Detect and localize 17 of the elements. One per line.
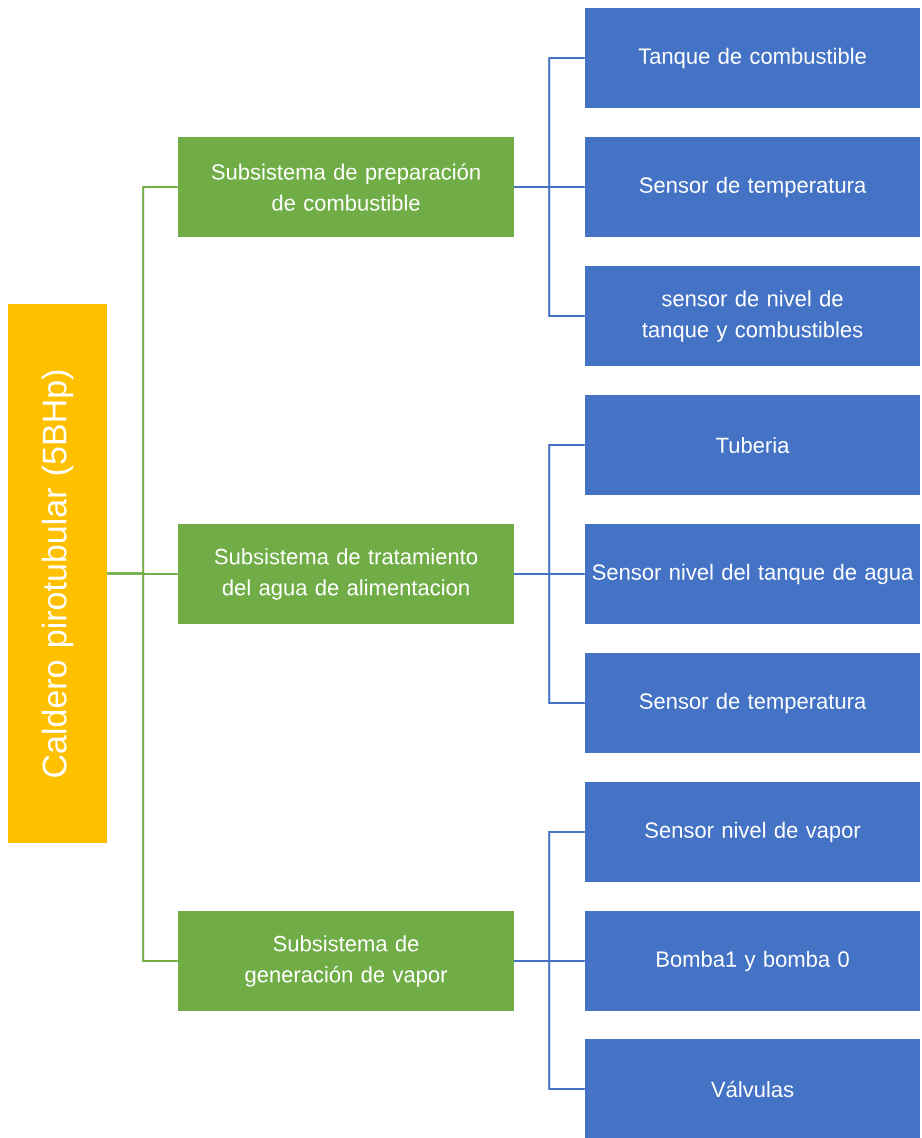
connector-line <box>513 573 586 704</box>
connector-line <box>513 186 586 317</box>
connector-line <box>106 572 179 962</box>
subsystem-box: Subsistema de tratamiento del agua de alimentacion <box>178 524 514 624</box>
system-box: Caldero pirotubular (5BHp) <box>8 304 107 843</box>
component-box: sensor de nivel de tanque y combustibles <box>585 266 920 366</box>
component-box: Sensor de temperatura <box>585 653 920 753</box>
component-box: Sensor nivel del tanque de agua <box>585 524 920 624</box>
component-box: Tanque de combustible <box>585 8 920 108</box>
component-box: Tuberia <box>585 395 920 495</box>
component-box: Válvulas <box>585 1039 920 1138</box>
component-box: Sensor nivel de vapor <box>585 782 920 882</box>
connector-line <box>513 960 586 1090</box>
component-box: Bomba1 y bomba 0 <box>585 911 920 1011</box>
subsystem-box: Subsistema de generación de vapor <box>178 911 514 1011</box>
subsystem-box: Subsistema de preparación de combustible <box>178 137 514 237</box>
component-box: Sensor de temperatura <box>585 137 920 237</box>
